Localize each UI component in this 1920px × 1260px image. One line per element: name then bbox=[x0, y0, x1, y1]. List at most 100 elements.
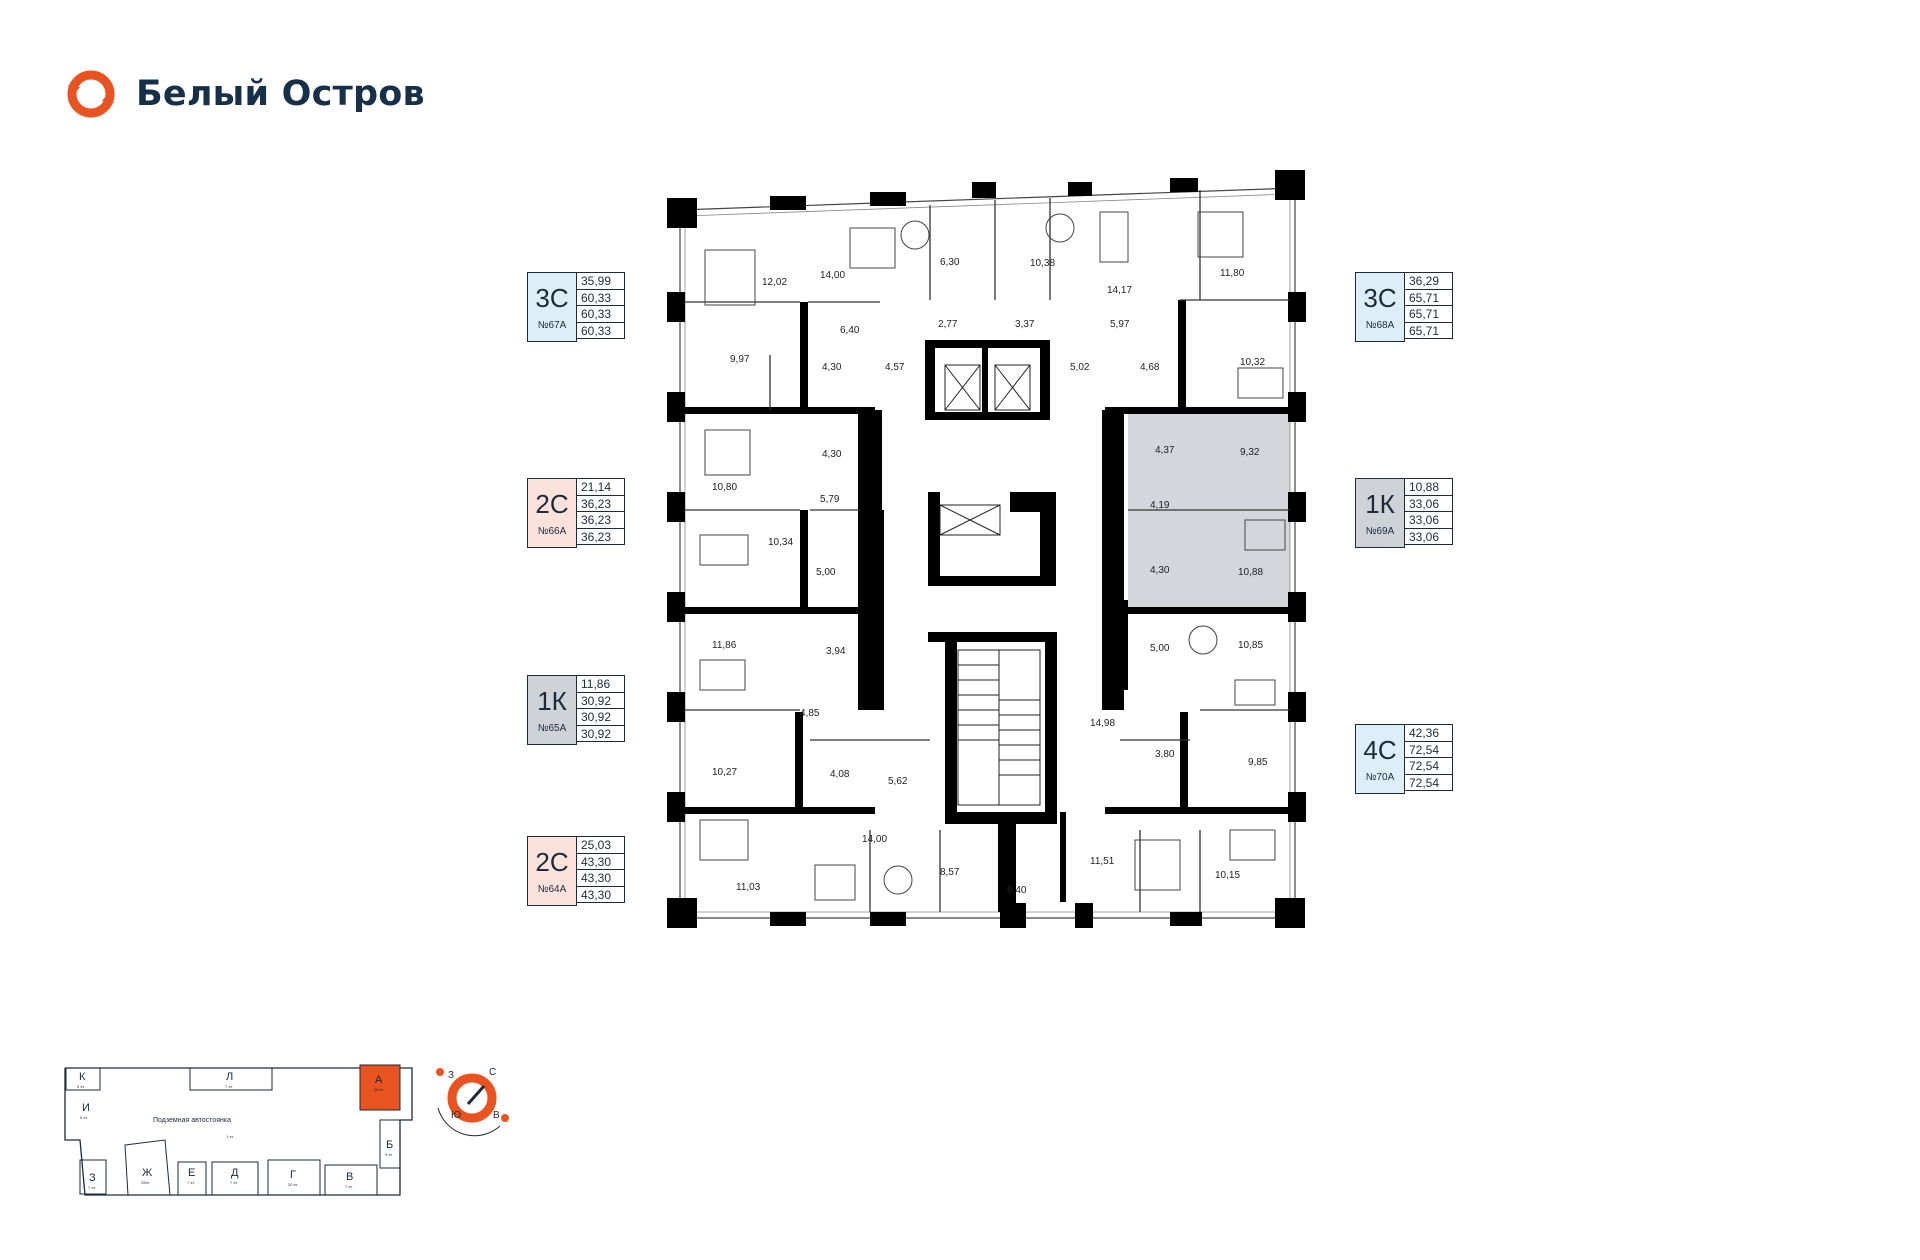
section-floors: 5 эт. bbox=[80, 1115, 88, 1120]
room-area: 9,32 bbox=[1240, 447, 1260, 458]
apartment-type: 2С №64А bbox=[527, 836, 577, 906]
room-area: 6,40 bbox=[840, 325, 860, 336]
room-area: 10,38 bbox=[1030, 258, 1055, 269]
apartment-number: №68А bbox=[1365, 320, 1395, 331]
apartment-rooms: 2С bbox=[535, 489, 569, 519]
room-area: 5,00 bbox=[816, 567, 836, 578]
site-outline bbox=[64, 1067, 413, 1196]
section-floors: 20 эт. bbox=[288, 1182, 298, 1187]
apartment-areas: 10,88 33,06 33,06 33,06 bbox=[1405, 478, 1453, 548]
apartment-area: 43,30 bbox=[577, 869, 625, 887]
room-area: 4,19 bbox=[1150, 500, 1170, 511]
room-area: 11,80 bbox=[1220, 268, 1245, 279]
apartment-rooms: 1К bbox=[537, 686, 567, 716]
room-area: 4,30 bbox=[1150, 565, 1170, 576]
parking-title: Подземная автостоянка bbox=[153, 1117, 231, 1124]
room-area: 11,51 bbox=[1090, 856, 1115, 867]
apartment-card-65a[interactable]: 1К №65А 11,86 30,92 30,92 30,92 bbox=[527, 675, 625, 745]
room-area: 4,37 bbox=[1155, 445, 1175, 456]
section-letter: З bbox=[89, 1172, 96, 1184]
section-v[interactable] bbox=[324, 1164, 378, 1196]
section-d[interactable] bbox=[211, 1161, 259, 1196]
apartment-areas: 35,99 60,33 60,33 60,33 bbox=[577, 272, 625, 342]
apartment-card-68a[interactable]: 3С №68А 36,29 65,71 65,71 65,71 bbox=[1355, 272, 1453, 342]
sun-icon bbox=[501, 1114, 509, 1122]
room-area: 10,15 bbox=[1215, 870, 1240, 881]
apartment-number: №66А bbox=[537, 526, 567, 537]
section-floors: 20 эт. bbox=[374, 1087, 384, 1092]
compass: З С Ю В bbox=[436, 1067, 509, 1137]
room-area: 5,79 bbox=[820, 494, 840, 505]
room-area: 11,86 bbox=[712, 640, 737, 651]
room-area: 3,37 bbox=[1015, 319, 1035, 330]
section-l[interactable] bbox=[189, 1067, 273, 1091]
apartment-card-64a[interactable]: 2С №64А 25,03 43,30 43,30 43,30 bbox=[527, 836, 625, 906]
apartment-type: 3С №68А bbox=[1355, 272, 1405, 342]
apartment-areas: 11,86 30,92 30,92 30,92 bbox=[577, 675, 625, 745]
apartment-area: 33,06 bbox=[1405, 511, 1453, 529]
section-letter: К bbox=[79, 1071, 86, 1083]
room-area: 6,40 bbox=[1007, 885, 1027, 896]
apartment-area: 35,99 bbox=[577, 272, 625, 290]
section-b[interactable] bbox=[379, 1119, 401, 1169]
room-area: 4,85 bbox=[800, 708, 820, 719]
section-e[interactable] bbox=[177, 1161, 207, 1196]
apartment-card-69a[interactable]: 1К №69А 10,88 33,06 33,06 33,06 bbox=[1355, 478, 1453, 548]
room-area: 9,85 bbox=[1248, 757, 1268, 768]
apartment-area: 43,30 bbox=[577, 852, 625, 870]
room-area: 4,57 bbox=[885, 362, 905, 373]
room-area: 9,97 bbox=[730, 354, 750, 365]
apartment-area: 11,86 bbox=[577, 675, 625, 693]
room-area: 10,85 bbox=[1238, 640, 1263, 651]
compass-north: С bbox=[489, 1067, 496, 1078]
compass-ring bbox=[447, 1073, 497, 1123]
room-area: 14,00 bbox=[820, 270, 845, 281]
section-z[interactable] bbox=[79, 1159, 107, 1195]
brand-logo[interactable]: Белый Остров bbox=[64, 64, 425, 124]
section-letter: Б bbox=[386, 1139, 393, 1151]
apartment-areas: 25,03 43,30 43,30 43,30 bbox=[577, 836, 625, 906]
sun-icon bbox=[436, 1068, 444, 1076]
room-area: 3,94 bbox=[826, 646, 846, 657]
interior-partitions bbox=[685, 190, 1290, 912]
apartment-area: 72,54 bbox=[1405, 773, 1453, 791]
section-letter: А bbox=[375, 1074, 383, 1086]
apartment-areas: 21,14 36,23 36,23 36,23 bbox=[577, 478, 625, 548]
section-floors: 7 эт. bbox=[88, 1185, 96, 1190]
section-letter: Г bbox=[290, 1169, 296, 1181]
section-zh[interactable] bbox=[124, 1139, 171, 1196]
logo-ring-icon bbox=[67, 70, 115, 118]
section-g[interactable] bbox=[267, 1159, 321, 1196]
apartment-card-70a[interactable]: 4С №70А 42,36 72,54 72,54 72,54 bbox=[1355, 724, 1453, 794]
apartment-rooms: 2С bbox=[535, 847, 569, 877]
room-area: 14,00 bbox=[862, 834, 887, 845]
apartment-number: №69А bbox=[1365, 526, 1395, 537]
apartment-area: 36,23 bbox=[577, 527, 625, 545]
apartment-area: 30,92 bbox=[577, 724, 625, 742]
room-area: 3,80 bbox=[1155, 749, 1175, 760]
apartment-area: 30,92 bbox=[577, 708, 625, 726]
room-area: 5,62 bbox=[888, 776, 908, 787]
apartment-area: 72,54 bbox=[1405, 757, 1453, 775]
room-area: 12,02 bbox=[762, 277, 787, 288]
room-area: 14,17 bbox=[1107, 285, 1132, 296]
compass-arc bbox=[437, 1107, 501, 1137]
apartment-areas: 42,36 72,54 72,54 72,54 bbox=[1405, 724, 1453, 794]
apartment-card-66a[interactable]: 2С №66А 21,14 36,23 36,23 36,23 bbox=[527, 478, 625, 548]
section-a[interactable] bbox=[359, 1064, 401, 1111]
section-letter: Е bbox=[188, 1167, 195, 1179]
compass-needle bbox=[466, 1085, 486, 1105]
apartment-69a-highlight[interactable] bbox=[1128, 412, 1290, 610]
parking-floors: 1 эт. bbox=[226, 1134, 234, 1139]
compass-east: В bbox=[493, 1110, 500, 1121]
section-floors: 25эт. bbox=[141, 1180, 150, 1185]
room-area: 4,08 bbox=[830, 769, 850, 780]
apartment-card-67a[interactable]: 3С №67А 35,99 60,33 60,33 60,33 bbox=[527, 272, 625, 342]
room-area: 10,32 bbox=[1240, 357, 1265, 368]
section-floors: 7 эт. bbox=[345, 1184, 353, 1189]
section-k[interactable] bbox=[65, 1067, 101, 1091]
room-area: 5,97 bbox=[1110, 319, 1130, 330]
room-area: 10,34 bbox=[768, 537, 793, 548]
